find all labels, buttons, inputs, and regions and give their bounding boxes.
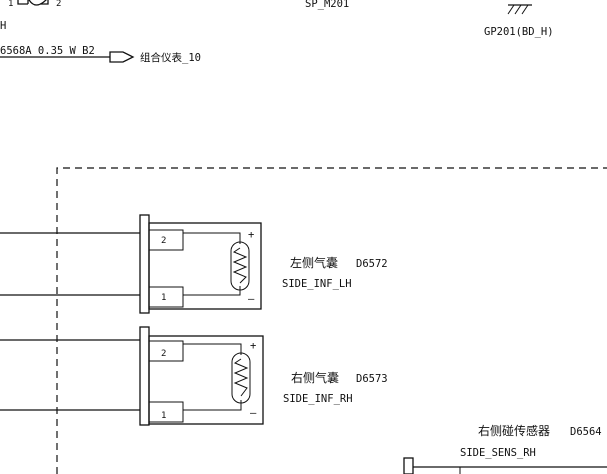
pin-number-top: 2 bbox=[161, 349, 166, 359]
ground-label: GP201(BD_H) bbox=[484, 26, 554, 38]
resistor-zigzag bbox=[233, 358, 249, 397]
connector-name-cn: 左侧气囊 bbox=[290, 255, 338, 270]
pin-box bbox=[148, 401, 184, 423]
top-splice-label: SP_M201 bbox=[305, 0, 349, 10]
sensor-name-en: SIDE_SENS_RH bbox=[460, 447, 536, 459]
top-pin-right: 2 bbox=[56, 0, 61, 9]
top-pin-left: 1 bbox=[8, 0, 13, 9]
connector-name-cn: 右侧气囊 bbox=[291, 370, 339, 385]
connector-code: D6573 bbox=[356, 373, 388, 385]
connector-code: D6572 bbox=[356, 258, 388, 270]
internal-wire bbox=[183, 400, 242, 411]
connector-d6573 bbox=[0, 326, 264, 426]
sensor-code: D6564 bbox=[570, 426, 602, 438]
connector-housing bbox=[139, 214, 150, 314]
connector-body bbox=[148, 335, 264, 425]
top-connector-fragment bbox=[17, 0, 49, 6]
top-wire-arrow bbox=[109, 51, 135, 63]
resistor-icon bbox=[230, 241, 250, 291]
connector-d6572 bbox=[0, 214, 262, 314]
connector-housing bbox=[139, 326, 150, 426]
top-wire-label: 6568A 0.35 W B2 bbox=[0, 45, 95, 57]
sensor-connector-fragment bbox=[403, 457, 607, 474]
polarity-plus: + bbox=[250, 340, 256, 352]
polarity-plus: + bbox=[248, 229, 254, 241]
top-arrow-target: 组合仪表_10 bbox=[140, 51, 201, 64]
polarity-minus: – bbox=[250, 407, 257, 419]
internal-wire bbox=[183, 343, 242, 355]
connector-body bbox=[148, 222, 262, 310]
top-cut-label: H bbox=[0, 20, 6, 32]
pin-box bbox=[148, 340, 184, 362]
resistor-icon bbox=[231, 352, 251, 404]
sensor-name-cn: 右侧碰传感器 bbox=[478, 423, 550, 438]
ground-icon bbox=[507, 4, 532, 15]
resistor-zigzag bbox=[232, 247, 248, 284]
pin-number-top: 2 bbox=[161, 236, 166, 246]
internal-wire bbox=[183, 232, 241, 244]
pin-box bbox=[148, 286, 184, 308]
pin-box bbox=[148, 229, 184, 251]
polarity-minus: – bbox=[248, 293, 255, 305]
connector-name-en: SIDE_INF_RH bbox=[283, 393, 353, 405]
internal-wire bbox=[183, 286, 241, 296]
pin-number-bottom: 1 bbox=[161, 411, 166, 421]
pin-number-bottom: 1 bbox=[161, 293, 166, 303]
connector-name-en: SIDE_INF_LH bbox=[282, 278, 352, 290]
dashed-boundary bbox=[56, 167, 607, 474]
